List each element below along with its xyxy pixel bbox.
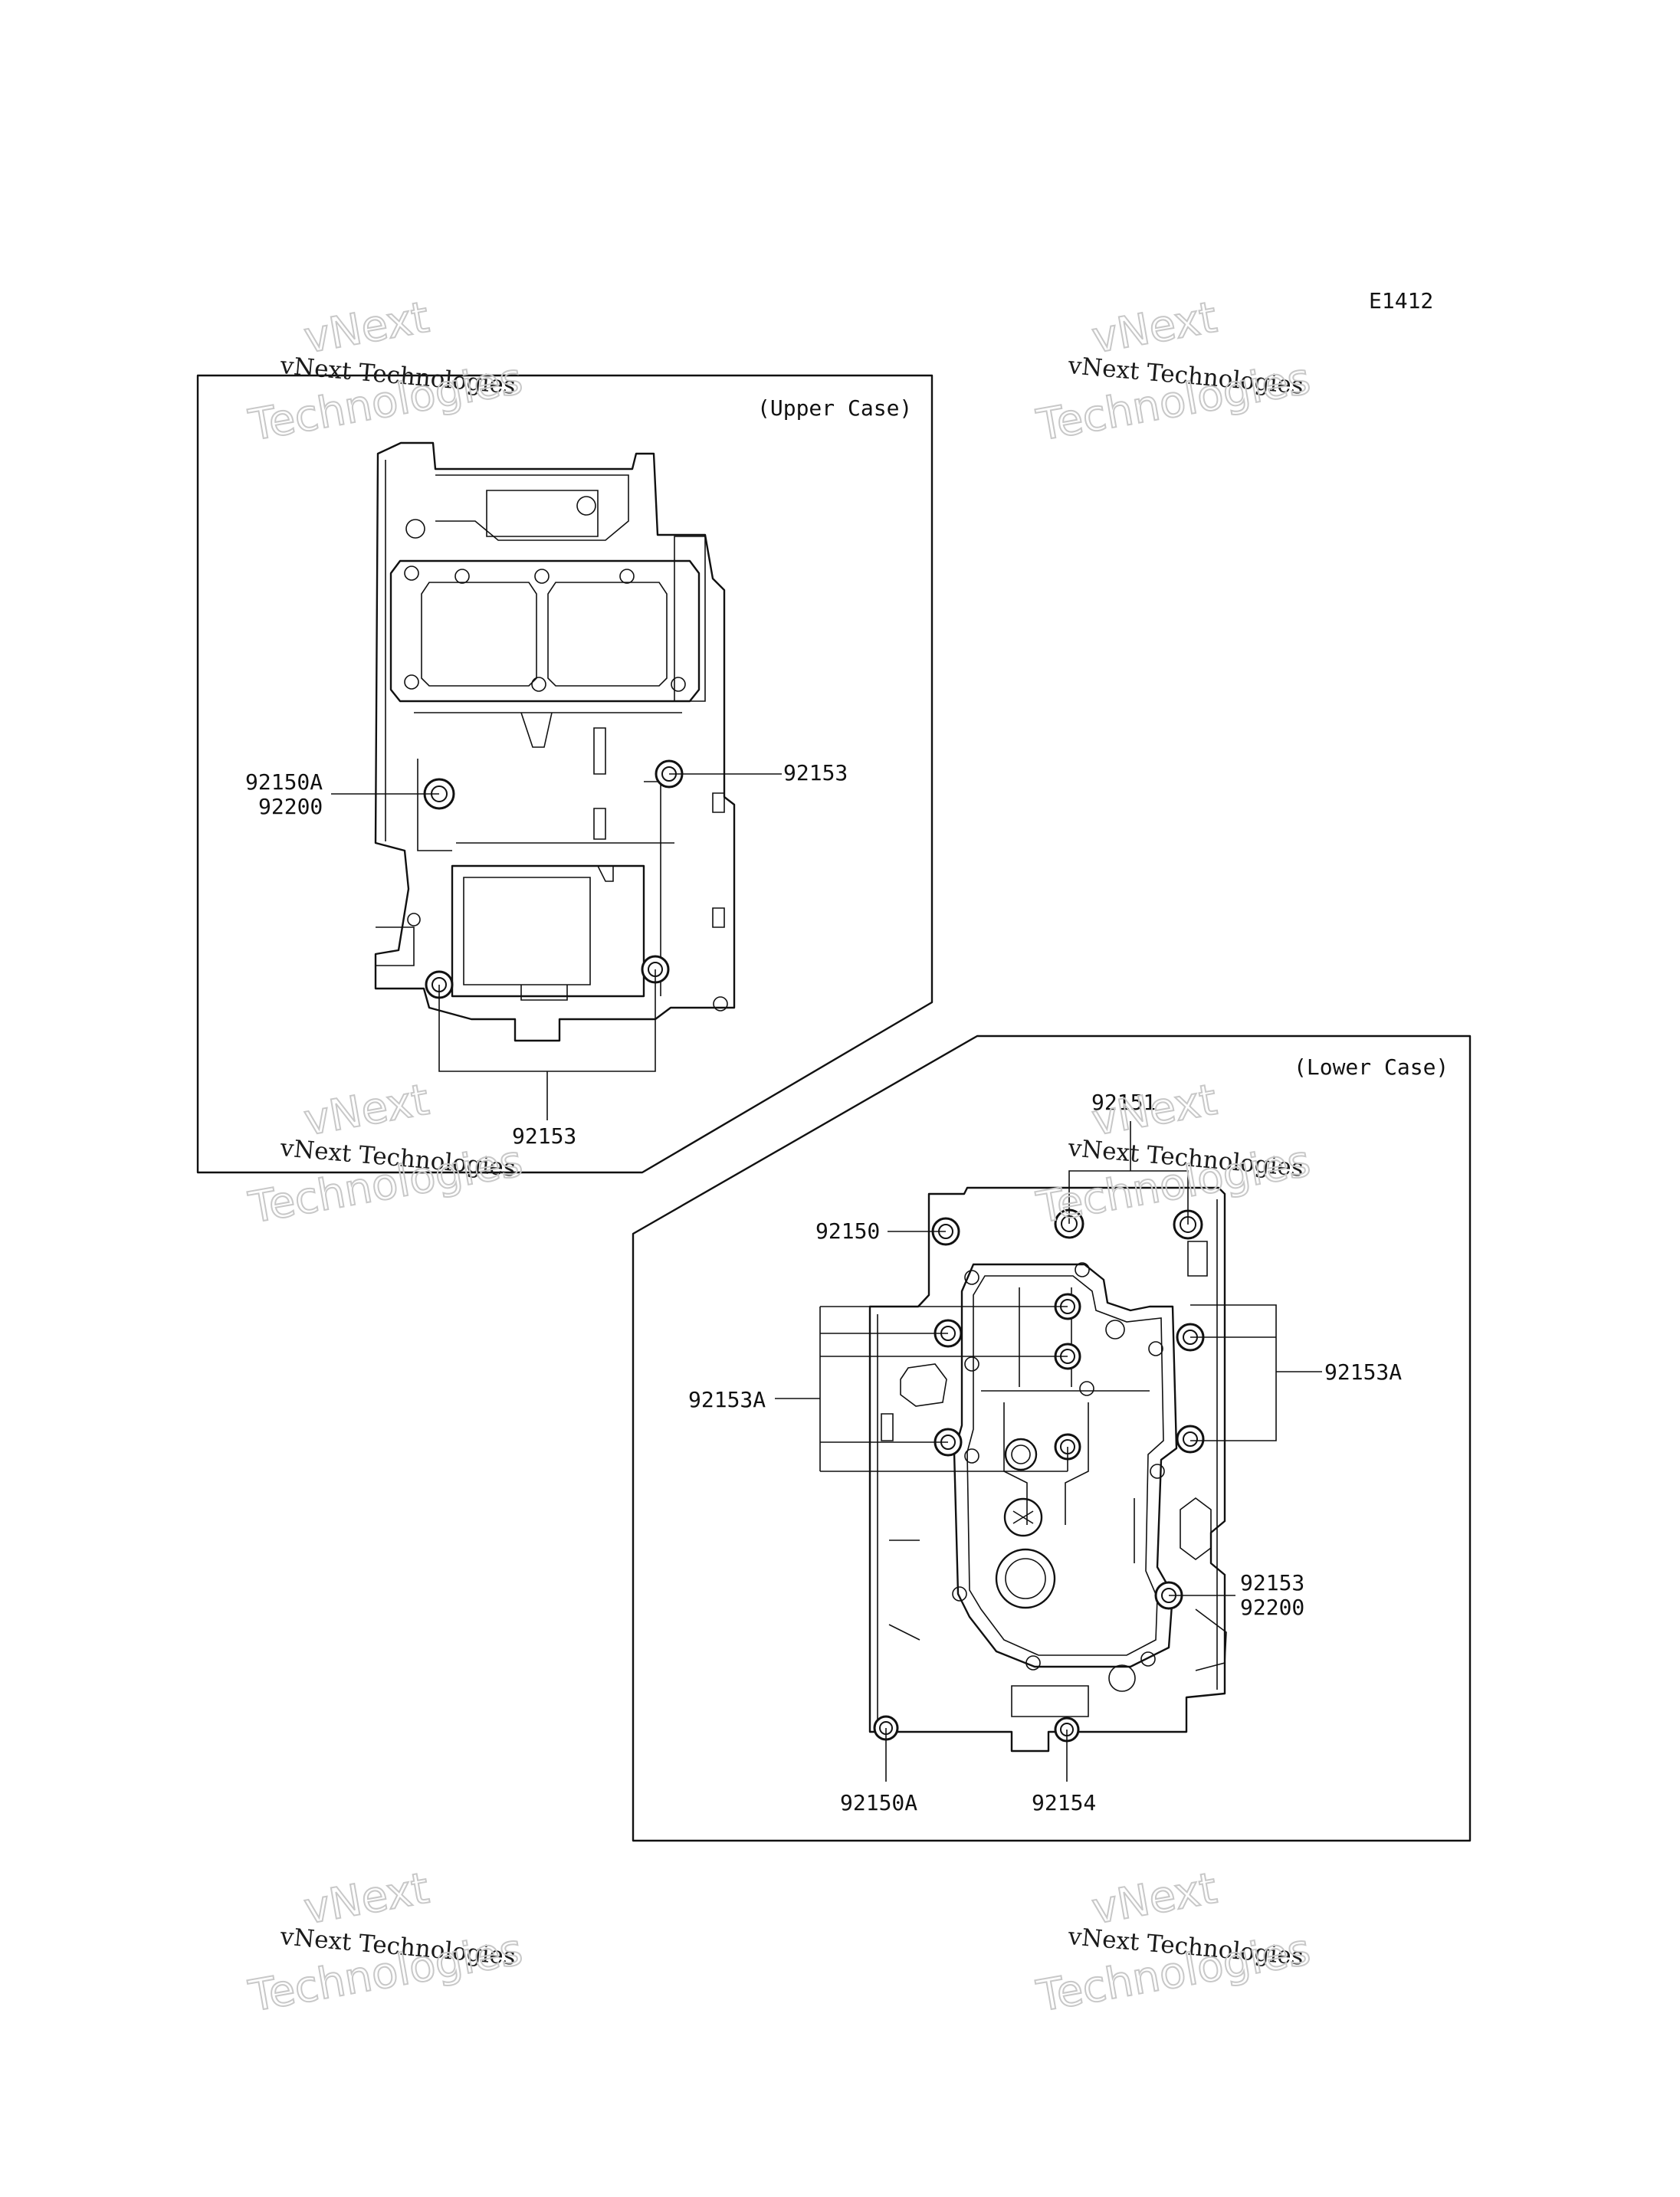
upper-side-boss bbox=[674, 536, 706, 702]
upper-hole bbox=[713, 996, 728, 1012]
label-lower-right-lower-2: 92200 bbox=[1240, 1595, 1304, 1620]
upper-right-tab-1 bbox=[712, 792, 725, 813]
label-lower-top-left: 92150 bbox=[815, 1218, 880, 1244]
label-upper-bolt-right: 92153 bbox=[783, 760, 848, 785]
label-upper-bolt-left-1: 92150A bbox=[245, 769, 323, 795]
leader-lower-top bbox=[1068, 1121, 1189, 1225]
label-lower-left-group: 92153A bbox=[688, 1387, 766, 1412]
upper-hole bbox=[619, 569, 635, 584]
lower-gasket-inner bbox=[966, 1275, 1164, 1656]
upper-sump-tab bbox=[520, 985, 568, 1001]
lower-filter-boss-inner bbox=[1011, 1444, 1031, 1464]
upper-hole bbox=[407, 913, 421, 926]
watermark: vNext vNext Technologies Technologies bbox=[244, 292, 527, 452]
upper-top-pocket bbox=[486, 490, 599, 537]
watermark: vNext vNext Technologies Technologies bbox=[244, 1074, 527, 1235]
upper-case-panel: (Upper Case) bbox=[196, 374, 934, 1174]
upper-boss-1 bbox=[593, 727, 606, 775]
upper-left-boss bbox=[376, 926, 415, 966]
upper-rib-2 bbox=[417, 759, 452, 851]
upper-crankcase-drawing bbox=[374, 441, 736, 1042]
lower-hole bbox=[964, 1356, 979, 1372]
upper-case-title: (Upper Case) bbox=[757, 395, 912, 421]
lower-hole bbox=[1108, 1664, 1136, 1692]
upper-hole bbox=[405, 519, 425, 539]
lower-panel-frame bbox=[632, 1035, 1472, 1842]
watermark: vNext vNext Technologies Technologies bbox=[1032, 1863, 1315, 2023]
lower-drain-boss bbox=[1003, 1497, 1043, 1537]
lower-hole bbox=[1140, 1651, 1156, 1667]
lower-case-outline bbox=[868, 1186, 1226, 1753]
lower-hole bbox=[1150, 1464, 1165, 1479]
leader-lower-right-bracket bbox=[1190, 1304, 1322, 1441]
lower-rib-v4 bbox=[1065, 1402, 1089, 1525]
leader-lower-left-bracket bbox=[819, 1306, 1068, 1472]
lower-oil-screen-inner bbox=[1005, 1558, 1046, 1599]
lower-bottom-pan bbox=[1011, 1685, 1089, 1717]
upper-hole bbox=[531, 677, 546, 692]
upper-hole bbox=[404, 674, 419, 690]
lower-left-tab bbox=[881, 1413, 894, 1441]
upper-sump-inner bbox=[463, 877, 591, 985]
label-lower-top: 92151 bbox=[1091, 1090, 1156, 1115]
lower-hole bbox=[1079, 1381, 1094, 1396]
lower-case-title: (Lower Case) bbox=[1294, 1054, 1449, 1080]
watermark-vnext: vNext bbox=[1088, 293, 1220, 363]
upper-case-outline bbox=[374, 441, 736, 1042]
lower-case-panel: (Lower Case) bbox=[632, 1035, 1472, 1842]
upper-hole bbox=[404, 566, 419, 581]
watermark: vNext vNext Technologies Technologies bbox=[1032, 1074, 1315, 1235]
lower-right-tab bbox=[1187, 1241, 1208, 1277]
watermark-vnext: vNext bbox=[1088, 1864, 1220, 1934]
lower-hole bbox=[1025, 1655, 1041, 1671]
upper-top-lobe bbox=[435, 474, 629, 541]
lower-hole bbox=[1075, 1262, 1090, 1277]
upper-hole bbox=[454, 569, 470, 584]
upper-hole bbox=[576, 496, 596, 516]
label-lower-bottom-center: 92154 bbox=[1032, 1790, 1096, 1815]
label-lower-right-group: 92153A bbox=[1324, 1359, 1402, 1385]
lower-rib-v3 bbox=[1003, 1402, 1028, 1525]
diagram-code: E1412 bbox=[1369, 288, 1433, 313]
upper-sump-frame bbox=[451, 864, 645, 998]
lower-crankcase-drawing bbox=[868, 1186, 1227, 1753]
lower-bolt-92153a-r2 bbox=[1176, 1425, 1205, 1454]
upper-bore-right bbox=[547, 582, 668, 687]
lower-hole bbox=[1105, 1320, 1125, 1340]
watermark-vnext: vNext bbox=[300, 1864, 432, 1934]
label-upper-bolt-left-2: 92200 bbox=[258, 794, 323, 819]
lower-right-boss bbox=[1180, 1497, 1212, 1560]
lower-hole bbox=[952, 1586, 967, 1602]
label-lower-right-lower-1: 92153 bbox=[1240, 1570, 1304, 1595]
watermark-vnext: vNext bbox=[300, 1075, 432, 1146]
lower-oil-screen bbox=[995, 1548, 1056, 1609]
lower-hole bbox=[1148, 1341, 1163, 1356]
watermark: vNext vNext Technologies Technologies bbox=[244, 1863, 527, 2023]
label-lower-bottom-left: 92150A bbox=[840, 1790, 917, 1815]
lower-left-line-2 bbox=[888, 1624, 920, 1641]
upper-sump-notch bbox=[597, 865, 614, 882]
upper-boss-2 bbox=[593, 808, 606, 840]
watermark: vNext vNext Technologies Technologies bbox=[1032, 292, 1315, 452]
upper-panel-frame bbox=[196, 374, 934, 1174]
watermark-vnext: vNext bbox=[300, 293, 432, 363]
upper-bore-left bbox=[421, 582, 537, 687]
watermark-vnext: vNext bbox=[1088, 1075, 1220, 1146]
lower-gasket-path bbox=[953, 1263, 1178, 1668]
lower-right-wing bbox=[1195, 1608, 1227, 1671]
lower-hole bbox=[964, 1448, 979, 1464]
upper-hole bbox=[671, 677, 686, 692]
upper-slot bbox=[520, 712, 553, 748]
lower-filter-boss bbox=[1004, 1438, 1038, 1471]
lower-hole bbox=[964, 1270, 979, 1285]
upper-hole bbox=[534, 569, 550, 584]
lower-left-boss bbox=[900, 1363, 947, 1407]
lower-drain-plug bbox=[1012, 1510, 1034, 1524]
upper-right-tab-2 bbox=[712, 907, 725, 928]
label-upper-bolt-bottom: 92153 bbox=[512, 1123, 576, 1149]
